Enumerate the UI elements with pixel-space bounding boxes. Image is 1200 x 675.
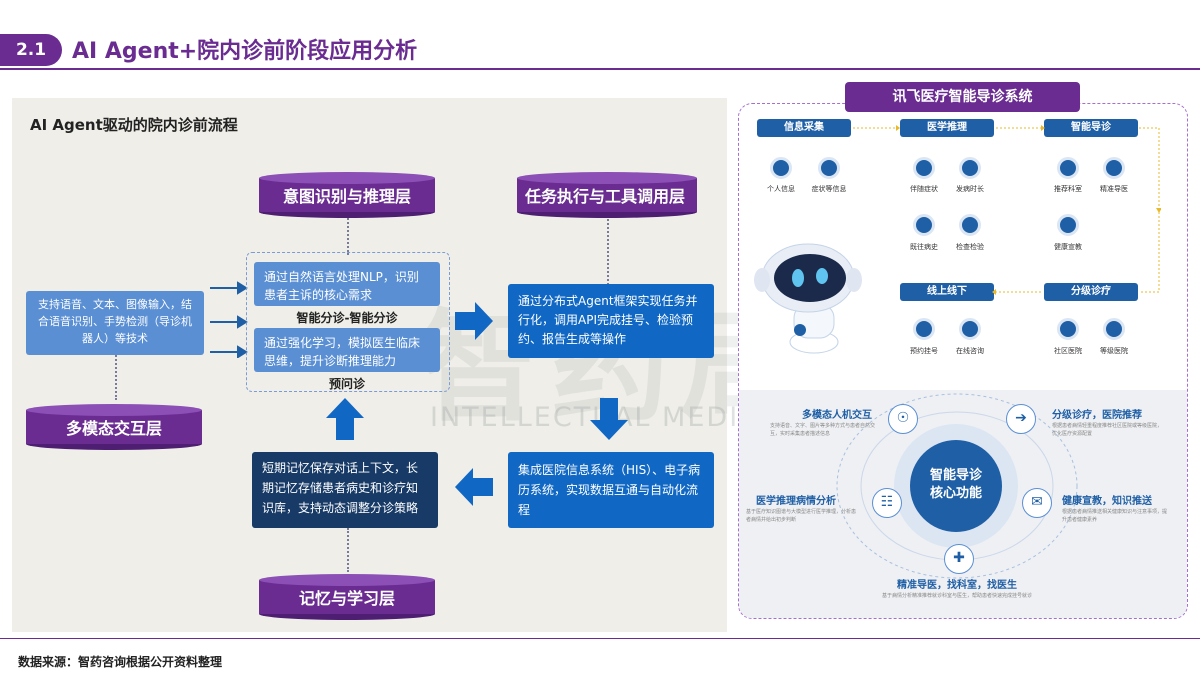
connector-line (347, 215, 349, 255)
data-source: 数据来源：智药咨询根据公开资料整理 (18, 655, 223, 669)
connector-line (115, 352, 117, 400)
his-integration-box: 集成医院信息系统（HIS）、电子病历系统，实现数据互通与自动化流程 (508, 452, 714, 528)
feature-multimodal-desc: 支持语音、文字、图片等多种方式与患者自然交互，实时采集患者描述信息 (770, 423, 876, 437)
triage-group (246, 252, 450, 392)
drum-shape (26, 404, 202, 450)
icon-label: 既往病史 (910, 243, 938, 251)
task-execution-box: 通过分布式Agent框架实现任务并行化，调用API完成挂号、检验预约、报告生成等… (508, 284, 714, 358)
intent-layer-label: 意图识别与推理层 (282, 187, 411, 206)
medical-analysis-icon: ☷ (872, 488, 902, 518)
icon-label: 在线咨询 (956, 347, 984, 355)
core-center-label: 智能导诊核心功能 (910, 440, 1002, 532)
precise-guide-icon (1103, 157, 1125, 179)
feature-tiered-desc: 根据患者病情轻重程度推荐社区医院或等级医院，优化医疗资源配置 (1052, 423, 1163, 437)
section-number-badge: 2.1 (0, 34, 62, 66)
arrow-up (326, 398, 364, 440)
step-tiered-care: 分级诊疗 (1044, 283, 1138, 301)
icon-label: 伴随症状 (910, 185, 938, 193)
arrow-down (590, 398, 628, 440)
feature-education-title: 健康宣教，知识推送 (1062, 496, 1152, 507)
input-arrows (210, 281, 248, 358)
symptom-info-icon (818, 157, 840, 179)
icon-label: 社区医院 (1054, 347, 1082, 355)
icon-label: 症状等信息 (811, 185, 847, 193)
intent-layer-drum: 意图识别与推理层 (257, 172, 437, 218)
core-center-text: 智能导诊核心功能 (929, 468, 982, 501)
feature-guide-desc: 基于病情分析精准推荐就诊科室与医生，帮助患者快速完成挂号就诊 (881, 593, 1032, 599)
appointment-icon (913, 318, 935, 340)
icon-label: 推荐科室 (1054, 185, 1082, 193)
step-info-collect: 信息采集 (757, 119, 851, 137)
icon-label: 健康宣教 (1054, 243, 1082, 251)
community-hospital-icon (1057, 318, 1079, 340)
icon-label: 等级医院 (1100, 347, 1128, 355)
step-online-offline: 线上线下 (900, 283, 994, 301)
icon-label: 预约挂号 (910, 347, 938, 355)
nlp-label: 智能分诊-智能分诊 (296, 311, 398, 325)
medical-history-icon (913, 214, 935, 236)
feature-education-desc: 根据患者病情推送相关健康知识与注意事项，提升患者健康素养 (1062, 509, 1168, 523)
memory-layer-label: 记忆与学习层 (298, 589, 395, 608)
precise-guide-core-icon: ✚ (944, 544, 974, 574)
feature-tiered-title: 分级诊疗，医院推荐 (1052, 410, 1142, 421)
tiered-referral-icon: ➔ (1006, 404, 1036, 434)
exam-test-icon (959, 214, 981, 236)
health-education-icon (1057, 214, 1079, 236)
icon-label: 个人信息 (767, 185, 795, 193)
robot-illustration (754, 243, 862, 354)
icon-label: 发病时长 (956, 185, 984, 193)
memory-box: 短期记忆保存对话上下文，长期记忆存储患者病史和诊疗知识库，支持动态调整分诊策略 (252, 452, 438, 528)
feature-analysis-desc: 基于医疗知识图谱与大模型进行医学推理，分析患者病情并给出初步判断 (746, 509, 857, 523)
page-title: AI Agent+院内诊前阶段应用分析 (72, 39, 418, 64)
xunfei-title: 讯飞医疗智能导诊系统 (845, 82, 1080, 112)
multimodal-layer-label: 多模态交互层 (65, 419, 162, 438)
task-layer-drum: 任务执行与工具调用层 (515, 172, 697, 218)
connector-line (347, 528, 349, 572)
icon-label: 精准导医 (1100, 185, 1128, 193)
header-divider (0, 68, 1200, 70)
multimodal-interaction-icon: ☉ (888, 404, 918, 434)
arrow-left (455, 468, 493, 506)
multimodal-input-box: 支持语音、文本、图像输入，结合语音识别、手势检测（导诊机器人）等技术 (26, 291, 204, 355)
grade-hospital-icon (1103, 318, 1125, 340)
drum-shape (517, 172, 697, 218)
multimodal-layer-drum: 多模态交互层 (24, 404, 204, 450)
step-smart-guide: 智能导诊 (1044, 119, 1138, 137)
task-layer-label: 任务执行与工具调用层 (524, 187, 685, 206)
onset-duration-icon (959, 157, 981, 179)
footer-divider (0, 638, 1200, 639)
feature-multimodal-title: 多模态人机交互 (802, 410, 872, 421)
pre-consultation-label: 预问诊 (328, 377, 365, 391)
health-knowledge-icon: ✉ (1022, 488, 1052, 518)
step-medical-reasoning: 医学推理 (900, 119, 994, 137)
feature-analysis-title: 医学推理病情分析 (756, 496, 836, 507)
feature-guide-title: 精准导医，找科室，找医生 (897, 580, 1017, 591)
flow-heading: AI Agent驱动的院内诊前流程 (30, 116, 238, 134)
arrow-right (455, 302, 493, 340)
memory-layer-drum: 记忆与学习层 (257, 574, 437, 620)
personal-info-icon (770, 157, 792, 179)
nlp-box: 通过自然语言处理NLP，识别患者主诉的核心需求 (254, 262, 440, 306)
accompanying-symptom-icon (913, 157, 935, 179)
step-connectors (853, 125, 1161, 295)
recommend-department-icon (1057, 157, 1079, 179)
reasoning-box: 通过强化学习，模拟医生临床思维，提升诊断推理能力 (254, 328, 440, 372)
online-consult-icon (959, 318, 981, 340)
drum-shape (259, 574, 435, 620)
connector-line (607, 215, 609, 285)
icon-label: 检查检验 (956, 243, 984, 251)
drum-shape (259, 172, 435, 218)
